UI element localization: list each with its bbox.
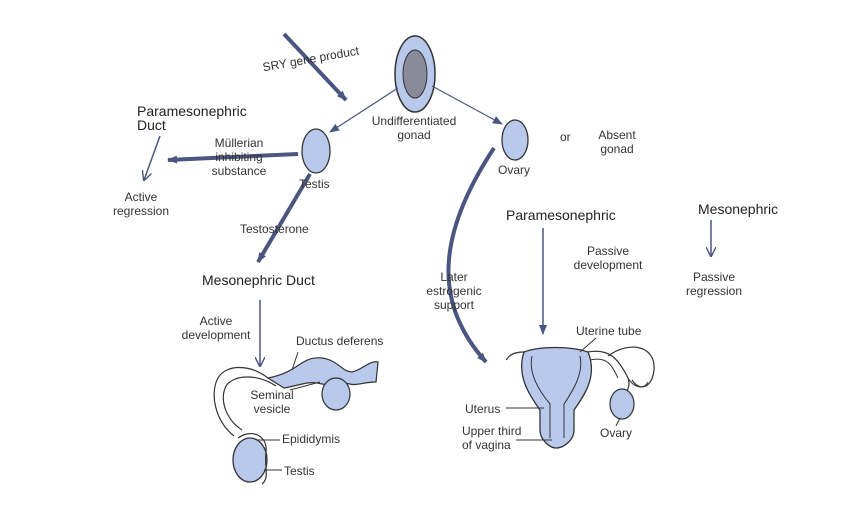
ductus-deferens-pointer — [291, 351, 299, 371]
ovary-top-label: Ovary — [498, 163, 531, 177]
testis-bottom-label: Testis — [284, 464, 315, 478]
seminal-vesicle-label: Seminal vesicle — [250, 388, 294, 416]
paramesonephric-right-label: Paramesonephric — [506, 207, 616, 223]
ovary-top-icon — [501, 119, 529, 161]
gonad-to-testis-arrow — [329, 87, 399, 133]
uterine-tube-pointer — [579, 337, 597, 353]
undifferentiated-gonad-icon — [394, 35, 436, 113]
paramesonephric-regression-arrow — [144, 135, 161, 180]
gonad-to-ovary-arrow — [431, 85, 503, 125]
mesonephric-duct-label: Mesonephric Duct — [202, 272, 315, 288]
absent-gonad-label: Absent gonad — [598, 128, 636, 156]
male-reproductive-tract-icon — [213, 357, 379, 485]
undifferentiated-gonad-label: Undifferentiated gonad — [371, 114, 457, 142]
or-label: or — [560, 130, 571, 144]
active-regression-label: Active regression — [112, 190, 170, 218]
testis-top-icon — [301, 128, 331, 174]
mesonephric-right-label: Mesonephric — [698, 201, 779, 217]
mullerian-inhibiting-substance-label: Müllerian inhibiting substance — [211, 136, 267, 178]
estrogenic-support-arrow — [446, 146, 496, 364]
testosterone-label: Testosterone — [240, 222, 309, 236]
paramesonephric-duct-label: Paramesonephric Duct — [137, 103, 247, 133]
sry-arrow — [282, 32, 348, 102]
testis-top-label: Testis — [299, 177, 330, 191]
uterus-label: Uterus — [465, 402, 501, 416]
upper-third-of-vagina-label: Upper third of vagina — [462, 424, 522, 452]
testosterone-arrow — [256, 172, 312, 264]
ovary-pointer — [615, 417, 621, 427]
passive-development-label: Passive development — [573, 244, 643, 272]
ductus-deferens-label: Ductus deferens — [296, 334, 384, 348]
passive-regression-label: Passive regression — [685, 270, 743, 298]
ovary-bottom-label: Ovary — [600, 426, 633, 440]
active-development-label: Active development — [181, 314, 251, 342]
uterine-tube-label: Uterine tube — [576, 324, 642, 338]
later-estrogenic-support-label: Later estrogenic support — [426, 270, 482, 312]
epididymis-label: Epididymis — [282, 432, 341, 446]
mis-arrow — [167, 152, 299, 164]
seminal-vesicle-pointer — [289, 381, 321, 391]
female-reproductive-tract-icon — [505, 346, 655, 449]
